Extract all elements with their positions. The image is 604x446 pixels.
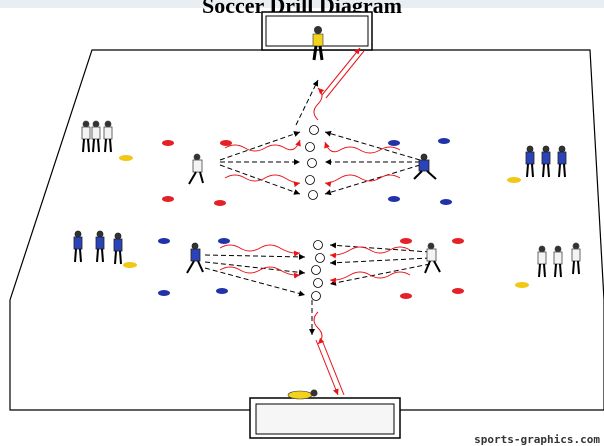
cones-blue bbox=[158, 138, 452, 296]
player-white-active-bottom bbox=[424, 242, 441, 274]
field-boundary bbox=[9, 49, 604, 411]
credit-watermark: sports-graphics.com bbox=[474, 433, 600, 446]
goalkeeper-top bbox=[312, 26, 324, 61]
players-white-right-bottom bbox=[537, 242, 581, 278]
balls bbox=[305, 125, 325, 301]
cones-yellow bbox=[119, 155, 529, 288]
dribble-paths bbox=[219, 87, 411, 345]
shot-lines bbox=[315, 47, 365, 396]
player-blue-active-bottom bbox=[186, 242, 204, 274]
player-blue-active-top bbox=[413, 153, 437, 180]
pass-lines-top bbox=[219, 79, 421, 196]
player-white-active-top bbox=[188, 153, 204, 185]
pass-lines-bottom bbox=[204, 242, 431, 335]
goalkeeper-bottom bbox=[287, 389, 318, 400]
bottom-goal bbox=[249, 397, 401, 439]
players-white-left-top bbox=[81, 120, 113, 153]
players-blue-right-top bbox=[525, 145, 567, 178]
players-blue-left-bottom bbox=[73, 230, 123, 265]
cones-red bbox=[162, 140, 464, 299]
